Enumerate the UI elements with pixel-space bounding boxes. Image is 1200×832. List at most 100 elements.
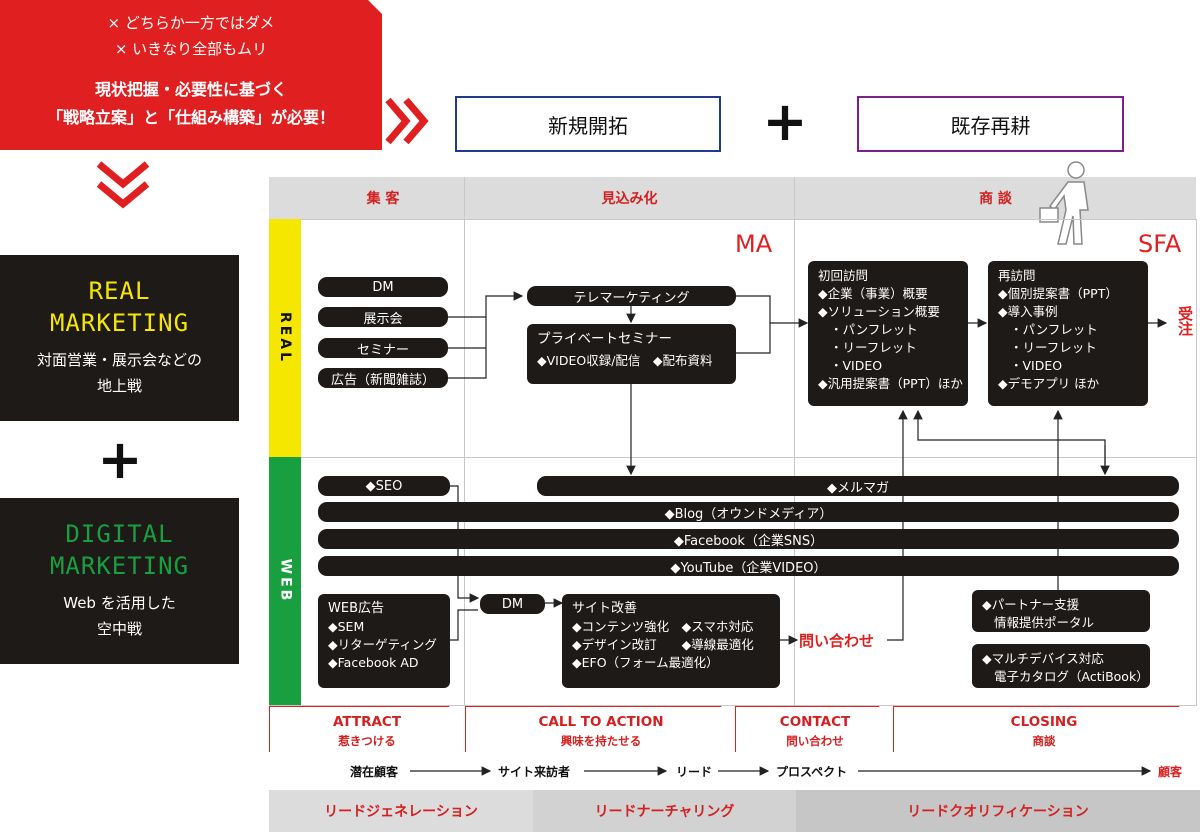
row-divider: [269, 219, 1196, 220]
first-visit-card: 初回訪問 ◆企業（事業）概要 ◆ソリューション概要 ・パンフレット ・リーフレッ…: [808, 261, 968, 406]
web-dm-pill: DM: [480, 594, 545, 614]
funnel-closing-en: CLOSING: [1010, 714, 1078, 730]
funnel-closing-ja: 商談: [1032, 734, 1056, 748]
site-improvement-card: サイト改善 ◆コンテンツ強化 ◆スマホ対応 ◆デザイン改訂 ◆導線最適化 ◆EF…: [562, 594, 780, 688]
real-expo-pill: 展示会: [318, 307, 448, 327]
funnel-cta-ja: 興味を持たせる: [560, 734, 642, 748]
revisit-line: ◆デモアプリ ほか: [998, 376, 1100, 391]
businessman-icon: [1039, 161, 1089, 245]
site-improvement-line: ◆EFO（フォーム最適化）: [572, 655, 719, 670]
digital-marketing-title-1: DIGITAL: [65, 520, 174, 548]
partner-portal-card: ◆パートナー支援 情報提供ポータル: [972, 590, 1150, 632]
column-header-attract: 集 客: [366, 191, 400, 207]
e-catalog-card: ◆マルチデバイス対応 電子カタログ（ActiBook）: [972, 644, 1150, 688]
funnel-contact-en: CONTACT: [779, 714, 851, 730]
partner-portal-line: ◆パートナー支援: [982, 597, 1080, 612]
real-seminar-pill: セミナー: [318, 338, 448, 358]
real-marketing-block: REAL MARKETING 対面営業・展示会などの 地上戦: [0, 255, 239, 421]
chevron-right-icon: [385, 97, 429, 145]
existing-cultivation-box: 既存再耕: [857, 96, 1124, 152]
lead-generation-label: リードジェネレーション: [269, 790, 533, 832]
digital-marketing-block: DIGITAL MARKETING Web を活用した 空中戦: [0, 498, 239, 664]
e-catalog-line: ◆マルチデバイス対応: [982, 651, 1104, 666]
funnel-attract: ATTRACT 惹きつける: [269, 706, 463, 752]
inquiry-label: 問い合わせ: [799, 632, 875, 650]
digital-marketing-title-2: MARKETING: [49, 552, 190, 580]
order-label: 受注: [1176, 306, 1194, 336]
partner-portal-line: 情報提供ポータル: [994, 615, 1095, 630]
web-ad-title: WEB広告: [328, 601, 384, 616]
journey-arrows: [410, 766, 1152, 776]
journey-visitor: サイト来訪者: [498, 765, 571, 779]
web-ad-line: ◆リターゲティング: [328, 637, 437, 652]
column-divider: [464, 177, 465, 706]
digital-marketing-sub-2: 空中戦: [96, 620, 142, 638]
sfa-tag: SFA: [1138, 230, 1182, 258]
real-marketing-title-2: MARKETING: [49, 309, 190, 337]
funnel-contact-ja: 問い合わせ: [786, 734, 844, 748]
strategy-callout: × どちらか一方ではダメ × いきなり全部もムリ 現状把握・必要性に基づく 「戦…: [0, 0, 382, 150]
funnel-attract-ja: 惹きつける: [338, 734, 396, 748]
revisit-line: ◆導入事例: [998, 304, 1058, 319]
revisit-line: ・パンフレット: [1010, 322, 1098, 337]
journey-customer: 顧客: [1158, 765, 1183, 779]
existing-cultivation-label: 既存再耕: [950, 113, 1031, 138]
plus-icon: +: [97, 428, 143, 491]
web-ad-card: WEB広告 ◆SEM ◆リターゲティング ◆Facebook AD: [318, 594, 450, 688]
first-visit-line: ◆汎用提案書（PPT）ほか: [818, 376, 963, 391]
callout-line-4: 「戦略立案」と「仕組み構築」が必要！: [46, 108, 335, 127]
callout-line-1: × どちらか一方ではダメ: [107, 14, 275, 32]
ma-tag: MA: [735, 230, 773, 258]
revisit-line: ・VIDEO: [1010, 358, 1063, 373]
lead-qualification-label: リードクオリフィケーション: [796, 790, 1200, 832]
web-row-band: [269, 457, 301, 705]
column-header-deal: 商 談: [979, 191, 1012, 207]
blog-pill: ◆Blog（オウンドメディア）: [318, 502, 1179, 522]
revisit-title: 再訪問: [998, 268, 1036, 283]
real-ad-pill: 広告（新聞雑誌）: [318, 368, 448, 388]
funnel-cta-en: CALL TO ACTION: [538, 714, 664, 730]
site-improvement-title: サイト改善: [572, 601, 638, 616]
youtube-pill: ◆YouTube（企業VIDEO）: [318, 556, 1179, 576]
mailmag-pill: ◆メルマガ: [537, 476, 1179, 496]
callout-line-3: 現状把握・必要性に基づく: [94, 80, 287, 99]
first-visit-line: ◆ソリューション概要: [818, 304, 940, 319]
journey-latent: 潜在顧客: [350, 765, 399, 779]
funnel-attract-en: ATTRACT: [332, 714, 402, 730]
column-header-nurture: 見込み化: [601, 191, 658, 207]
revisit-line: ・リーフレット: [1010, 340, 1097, 355]
row-divider: [269, 705, 1196, 706]
facebook-pill: ◆Facebook（企業SNS）: [318, 529, 1179, 549]
site-improvement-line: ◆デザイン改訂 ◆導線最適化: [572, 637, 754, 652]
digital-marketing-sub-1: Web を活用した: [63, 594, 176, 612]
web-ad-line: ◆Facebook AD: [328, 655, 419, 670]
first-visit-line: ◆企業（事業）概要: [818, 286, 928, 301]
first-visit-title: 初回訪問: [818, 268, 869, 283]
journey-lead: リード: [676, 765, 713, 779]
telemarketing-pill: テレマーケティング: [527, 286, 736, 306]
plus-icon: +: [762, 90, 808, 153]
lead-nurturing-label: リードナーチャリング: [533, 790, 796, 832]
real-marketing-title-1: REAL: [88, 277, 151, 305]
column-divider: [794, 177, 795, 706]
private-seminar-card: プライベートセミナー ◆VIDEO収録/配信 ◆配布資料: [527, 324, 736, 384]
seo-pill: ◆SEO: [318, 476, 450, 496]
site-improvement-line: ◆コンテンツ強化 ◆スマホ対応: [572, 619, 754, 634]
first-visit-line: ・リーフレット: [830, 340, 917, 355]
first-visit-line: ・パンフレット: [830, 322, 918, 337]
revisit-card: 再訪問 ◆個別提案書（PPT） ◆導入事例 ・パンフレット ・リーフレット ・V…: [988, 261, 1148, 406]
private-seminar-items: ◆VIDEO収録/配信 ◆配布資料: [537, 353, 713, 368]
funnel-contact: CONTACT 問い合わせ: [735, 706, 893, 752]
private-seminar-title: プライベートセミナー: [537, 331, 672, 347]
callout-line-2: × いきなり全部もムリ: [114, 40, 268, 58]
real-dm-pill: DM: [318, 277, 448, 297]
journey-prospect: プロスペクト: [776, 765, 848, 779]
real-marketing-sub-2: 地上戦: [96, 377, 142, 395]
new-development-box: 新規開拓: [455, 96, 721, 152]
web-ad-line: ◆SEM: [328, 619, 365, 634]
real-row-band: [269, 219, 301, 457]
funnel-closing: CLOSING 商談: [893, 706, 1193, 752]
revisit-line: ◆個別提案書（PPT）: [998, 286, 1118, 301]
column-divider: [1196, 219, 1197, 706]
first-visit-line: ・VIDEO: [830, 358, 883, 373]
